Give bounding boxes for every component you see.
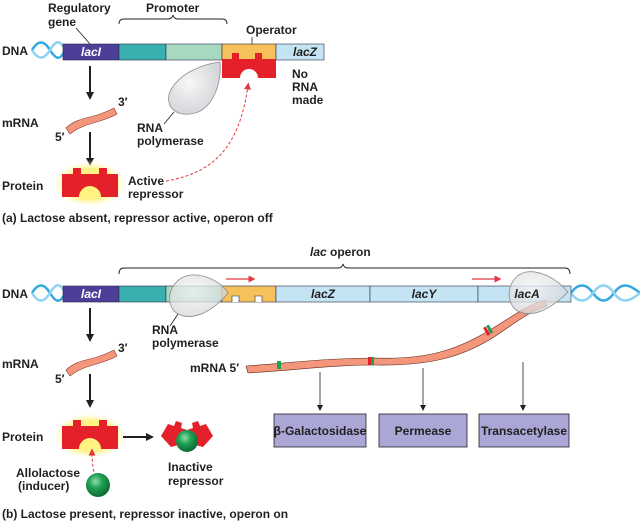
allolactose-molecule [86, 473, 110, 497]
enzyme-label-galactosidase: β-Galactosidase [274, 424, 367, 438]
mrna-b [65, 349, 118, 377]
allolactose-label-2: (inducer) [18, 479, 69, 493]
lac-operon-label: lac operon [310, 245, 371, 259]
enzyme-label-transacetylase: Transacetylase [481, 424, 567, 438]
three-prime-b: 3′ [118, 341, 128, 355]
five-prime-a: 5′ [55, 130, 65, 144]
rna-polymerase-b-laca [508, 271, 569, 315]
protein-label-a: Protein [2, 179, 43, 193]
stop-codon-marker-2 [483, 326, 491, 336]
allolactose-label-1: Allolactose [16, 466, 80, 480]
rna-polymerase-label-a-1: RNA [137, 121, 163, 135]
three-prime-a: 3′ [118, 95, 128, 109]
dna-helix-left-b [30, 284, 66, 302]
laci-label-b: lacI [81, 287, 102, 301]
no-rna-label-3: made [292, 93, 324, 107]
rna-polymerase-leader-b [169, 313, 179, 327]
laci-label-a: lacI [81, 45, 102, 59]
dna-helix-right-b [569, 284, 640, 302]
enzyme-box-galactosidase [273, 413, 367, 448]
caption-a: (a) Lactose absent, repressor active, op… [2, 211, 274, 225]
mrna-label-a: mRNA [2, 116, 39, 130]
panel-a: Regulatory gene Promoter Operator DNA la… [2, 1, 325, 225]
regulatory-gene-label: Regulatory [48, 1, 111, 15]
regulatory-gene-label-2: gene [48, 15, 76, 29]
active-repressor-a [62, 168, 118, 197]
rna-polymerase-b-promoter [169, 274, 229, 317]
start-codon-marker-1 [277, 361, 281, 369]
enzyme-box-permease [378, 413, 468, 448]
regulatory-gene-leader-line [75, 27, 91, 45]
operator-segment-b [221, 285, 277, 303]
protein-label-b: Protein [2, 430, 43, 444]
bound-allolactose [176, 430, 198, 452]
active-repressor-label-1: Active [128, 174, 164, 188]
lacz-label-b: lacZ [311, 287, 336, 301]
lac-operon-brace [118, 263, 571, 275]
lacz-label-a: lacZ [293, 45, 318, 59]
promoter-brace [118, 14, 228, 25]
dna-helix-left-a [30, 41, 66, 59]
inactive-repressor [161, 421, 213, 452]
enzyme-label-permease: Permease [395, 424, 452, 438]
dna-label-a: DNA [2, 44, 28, 58]
panel-b: lac operon DNA lacI lacZ lacY [2, 245, 640, 521]
no-rna-label-1: No [292, 67, 308, 81]
bound-repressor-teeth [232, 53, 262, 59]
operator-label: Operator [246, 23, 297, 37]
rna-polymerase-leader-a [163, 111, 175, 125]
promoter-segment-1-b [118, 285, 167, 303]
inactive-repressor-label-2: repressor [168, 474, 224, 488]
start-codon-marker-3 [486, 324, 494, 334]
promoter-segment-1 [118, 43, 167, 61]
polycistronic-mrna [245, 299, 548, 374]
no-rna-label-2: RNA [292, 80, 318, 94]
laca-label: lacA [514, 287, 539, 301]
rna-polymerase-a [168, 61, 221, 115]
caption-b: (b) Lactose present, repressor inactive,… [2, 507, 288, 521]
dna-label-b: DNA [2, 287, 28, 301]
enzyme-box-transacetylase [478, 413, 570, 448]
inactive-repressor-label-1: Inactive [168, 460, 213, 474]
lacy-label: lacY [412, 287, 438, 301]
repressor-b [62, 420, 118, 449]
long-mrna-label: mRNA 5′ [190, 361, 239, 375]
rna-polymerase-label-a-2: polymerase [137, 134, 204, 148]
rna-polymerase-label-b-1: RNA [152, 323, 178, 337]
bound-repressor [222, 59, 276, 78]
five-prime-b: 5′ [55, 372, 65, 386]
stop-codon-marker-1 [368, 357, 371, 365]
mrna-label-b: mRNA [2, 357, 39, 371]
active-repressor-label-2: repressor [128, 187, 184, 201]
operator-segment [221, 43, 277, 61]
start-codon-marker-2 [371, 357, 374, 365]
lacz-segment-a [275, 43, 325, 61]
rna-polymerase-label-b-2: polymerase [152, 336, 219, 350]
operator-notches-b [231, 295, 263, 302]
promoter-segment-2 [165, 43, 223, 61]
promoter-label: Promoter [146, 1, 200, 15]
repressor-binding-arrow [165, 82, 251, 182]
mrna-a [65, 107, 118, 135]
